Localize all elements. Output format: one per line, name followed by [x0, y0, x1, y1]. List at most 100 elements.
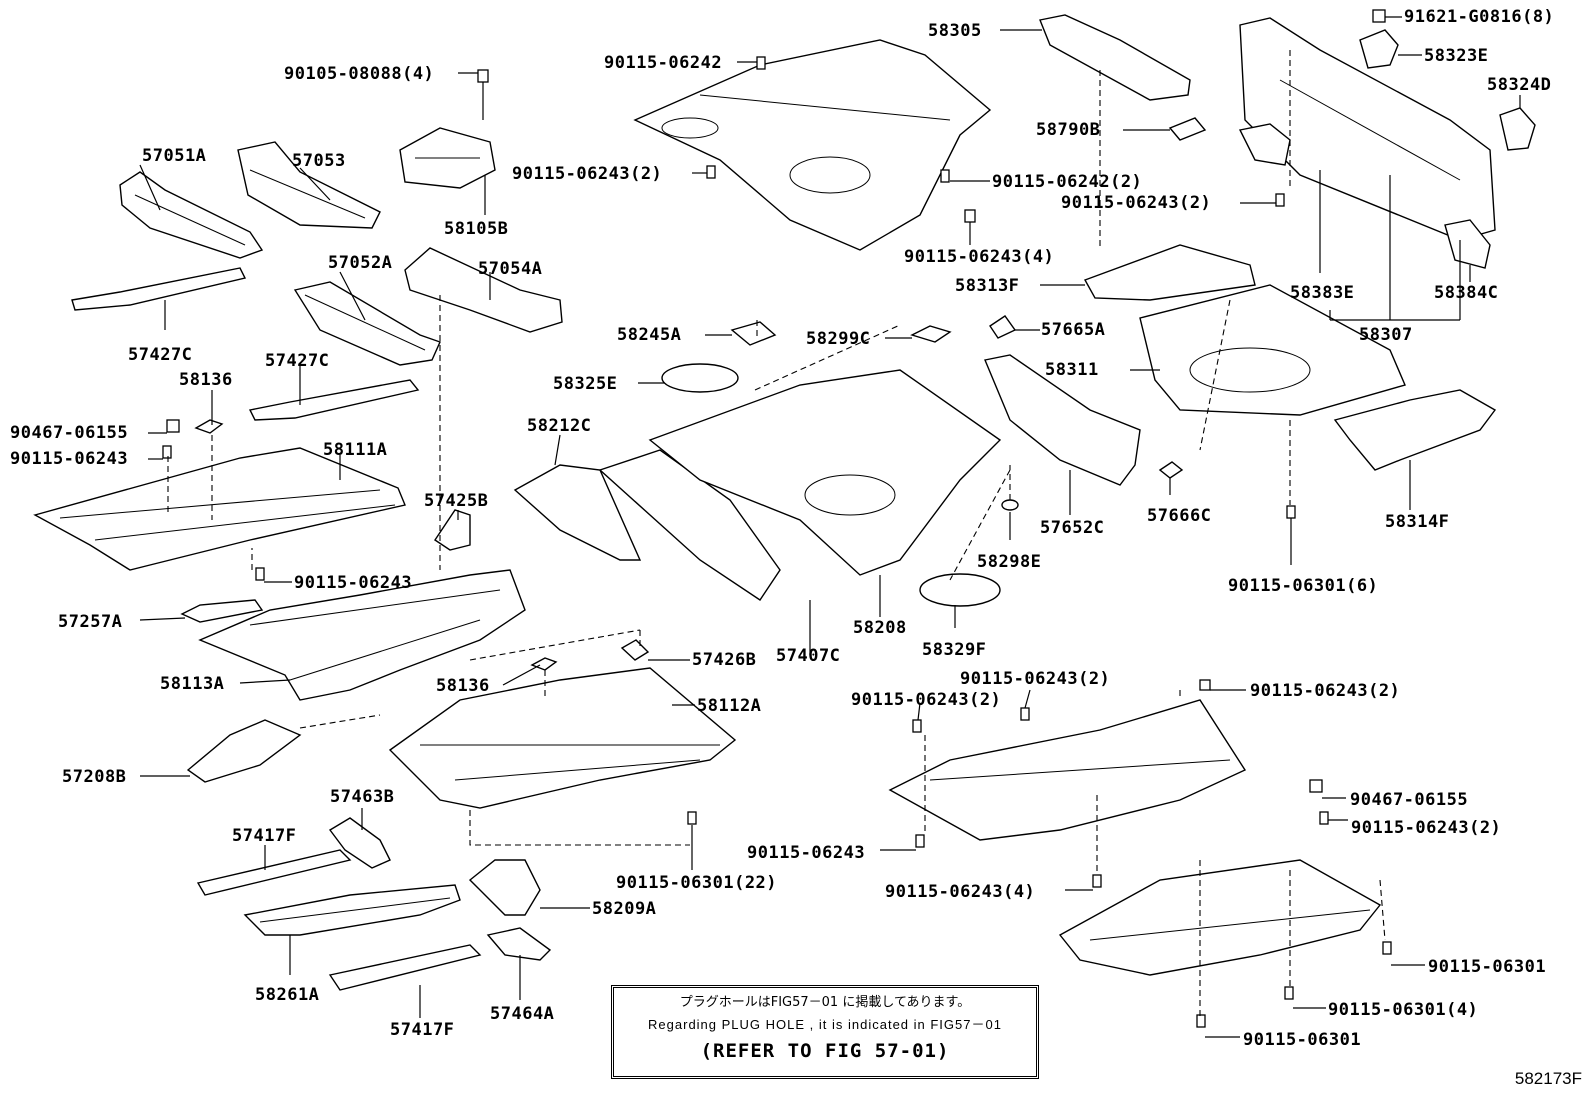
callout-57427C-a: 57427C: [128, 345, 193, 365]
part-58112A-shape: [388, 667, 737, 809]
part-58311-rear-pan-shape: [1139, 284, 1406, 416]
callout-58113A: 58113A: [160, 674, 225, 694]
callout-58208: 58208: [853, 618, 907, 638]
part-right-mid-floor-shape: [888, 699, 1247, 841]
part-58113A-shape: [198, 569, 526, 701]
part-58313F-shape: [1083, 244, 1256, 301]
callout-90115-06243-4a: 90115-06243(4): [904, 247, 1055, 267]
callout-57054A: 57054A: [478, 259, 543, 279]
part-58325E-shape: [661, 363, 739, 393]
note-japanese: プラグホールはFIG57－01 に掲載してあります。: [679, 995, 971, 1010]
callout-57208B: 57208B: [62, 767, 127, 787]
callout-90115-06243-2e: 90115-06243(2): [1250, 681, 1401, 701]
part-58209A-shape: [468, 859, 541, 916]
callout-90115-06242-a: 90115-06242: [604, 53, 723, 73]
callout-90115-06301-22: 90115-06301(22): [616, 873, 778, 893]
part-57464A-shape: [486, 927, 552, 961]
callout-90115-06243-2c: 90115-06243(2): [960, 669, 1111, 689]
callout-58329F: 58329F: [922, 640, 987, 660]
part-58261A-shape: [243, 884, 461, 936]
callout-90115-06243-c: 90115-06243: [747, 843, 866, 863]
callout-58311: 58311: [1045, 360, 1099, 380]
part-58305-shape: [1039, 14, 1191, 101]
note-english: Regarding PLUG HOLE , it is indicated in…: [648, 1017, 1002, 1032]
callout-90115-06243-4b: 90115-06243(4): [885, 882, 1036, 902]
callout-58209A: 58209A: [592, 899, 657, 919]
callout-57053: 57053: [292, 151, 346, 171]
callout-57426B: 57426B: [692, 650, 757, 670]
callout-57652C: 57652C: [1040, 518, 1105, 538]
part-58212C-shape: [513, 464, 642, 561]
callout-58261A: 58261A: [255, 985, 320, 1005]
callout-58325E: 58325E: [553, 374, 618, 394]
part-58311-center-floor-shape: [633, 39, 992, 251]
part-58136-a-shape: [194, 419, 224, 434]
part-58299C-shape: [910, 325, 952, 343]
callout-57417F-a: 57417F: [232, 826, 297, 846]
callout-90467-06155-a: 90467-06155: [10, 423, 129, 443]
part-57427C-a-shape: [71, 267, 247, 311]
callout-58313F: 58313F: [955, 276, 1020, 296]
bolts: [162, 9, 1392, 1028]
part-57407C-shape: [598, 449, 781, 601]
diagram-id: 582173F: [1514, 1069, 1582, 1088]
callout-58298E: 58298E: [977, 552, 1042, 572]
callout-90115-06301-4: 90115-06301(4): [1328, 1000, 1479, 1020]
callout-90115-06243-a: 90115-06243: [10, 449, 129, 469]
part-57417F-b-shape: [328, 944, 482, 991]
callout-57051A: 57051A: [142, 146, 207, 166]
part-58384C-shape: [1444, 219, 1491, 269]
callout-58790B: 58790B: [1036, 120, 1101, 140]
callout-90467-06155-b: 90467-06155: [1350, 790, 1469, 810]
callout-58112A: 58112A: [697, 696, 762, 716]
callout-57463B: 57463B: [330, 787, 395, 807]
leader-lines: [139, 16, 1521, 1038]
callout-57417F-b: 57417F: [390, 1020, 455, 1040]
callout-57464A: 57464A: [490, 1004, 555, 1024]
part-58383E-shape: [1238, 123, 1291, 166]
callout-91621-G0816: 91621-G0816(8): [1404, 7, 1555, 27]
callout-90115-06243-2f: 90115-06243(2): [1351, 818, 1502, 838]
part-58245A-shape: [730, 321, 777, 346]
part-57054A-shape: [404, 247, 563, 333]
part-57052A-shape: [293, 281, 441, 366]
part-57051A-shape: [119, 171, 264, 259]
part-57463B-shape: [328, 817, 391, 869]
callout-90115-06243-2b: 90115-06243(2): [1061, 193, 1212, 213]
callout-58136-b: 58136: [436, 676, 490, 696]
note-reference: (REFER TO FIG 57-01): [700, 1040, 950, 1062]
callout-90115-06243-b: 90115-06243: [294, 573, 413, 593]
part-58314F-shape: [1333, 389, 1497, 471]
callout-57425B: 57425B: [424, 491, 489, 511]
part-58136-b-shape: [530, 657, 558, 671]
callout-90115-06301-6: 90115-06301(6): [1228, 576, 1379, 596]
callout-57257A: 57257A: [58, 612, 123, 632]
callout-57407C: 57407C: [776, 646, 841, 666]
callout-58212C: 58212C: [527, 416, 592, 436]
part-58790B-shape: [1168, 117, 1207, 141]
part-57666C-shape: [1158, 461, 1184, 479]
part-right-low-floor-shape: [1058, 859, 1382, 976]
callout-58314F: 58314F: [1385, 512, 1450, 532]
callout-90115-06242-2: 90115-06242(2): [992, 172, 1143, 192]
part-58298E-shape: [1001, 499, 1019, 511]
part-58111A-shape: [33, 447, 406, 571]
part-58208-shape: [648, 369, 1002, 576]
callout-57052A: 57052A: [328, 253, 393, 273]
callout-58323E: 58323E: [1424, 46, 1489, 66]
callout-58305: 58305: [928, 21, 982, 41]
part-57427C-b-shape: [248, 379, 420, 421]
part-57417F-a-shape: [196, 849, 352, 896]
callout-90115-06301-b: 90115-06301: [1243, 1030, 1362, 1050]
callout-90105-08088: 90105-08088(4): [284, 64, 435, 84]
part-57665A-shape: [989, 315, 1017, 339]
part-57426B-shape: [620, 639, 650, 661]
part-57053-shape: [237, 141, 381, 229]
callout-58383E: 58383E: [1290, 283, 1355, 303]
note-box: プラグホールはFIG57－01 に掲載してあります。 Regarding PLU…: [611, 985, 1039, 1079]
callout-58384C: 58384C: [1434, 283, 1499, 303]
part-58329F-shape: [919, 573, 1001, 607]
callout-58136-a: 58136: [179, 370, 233, 390]
